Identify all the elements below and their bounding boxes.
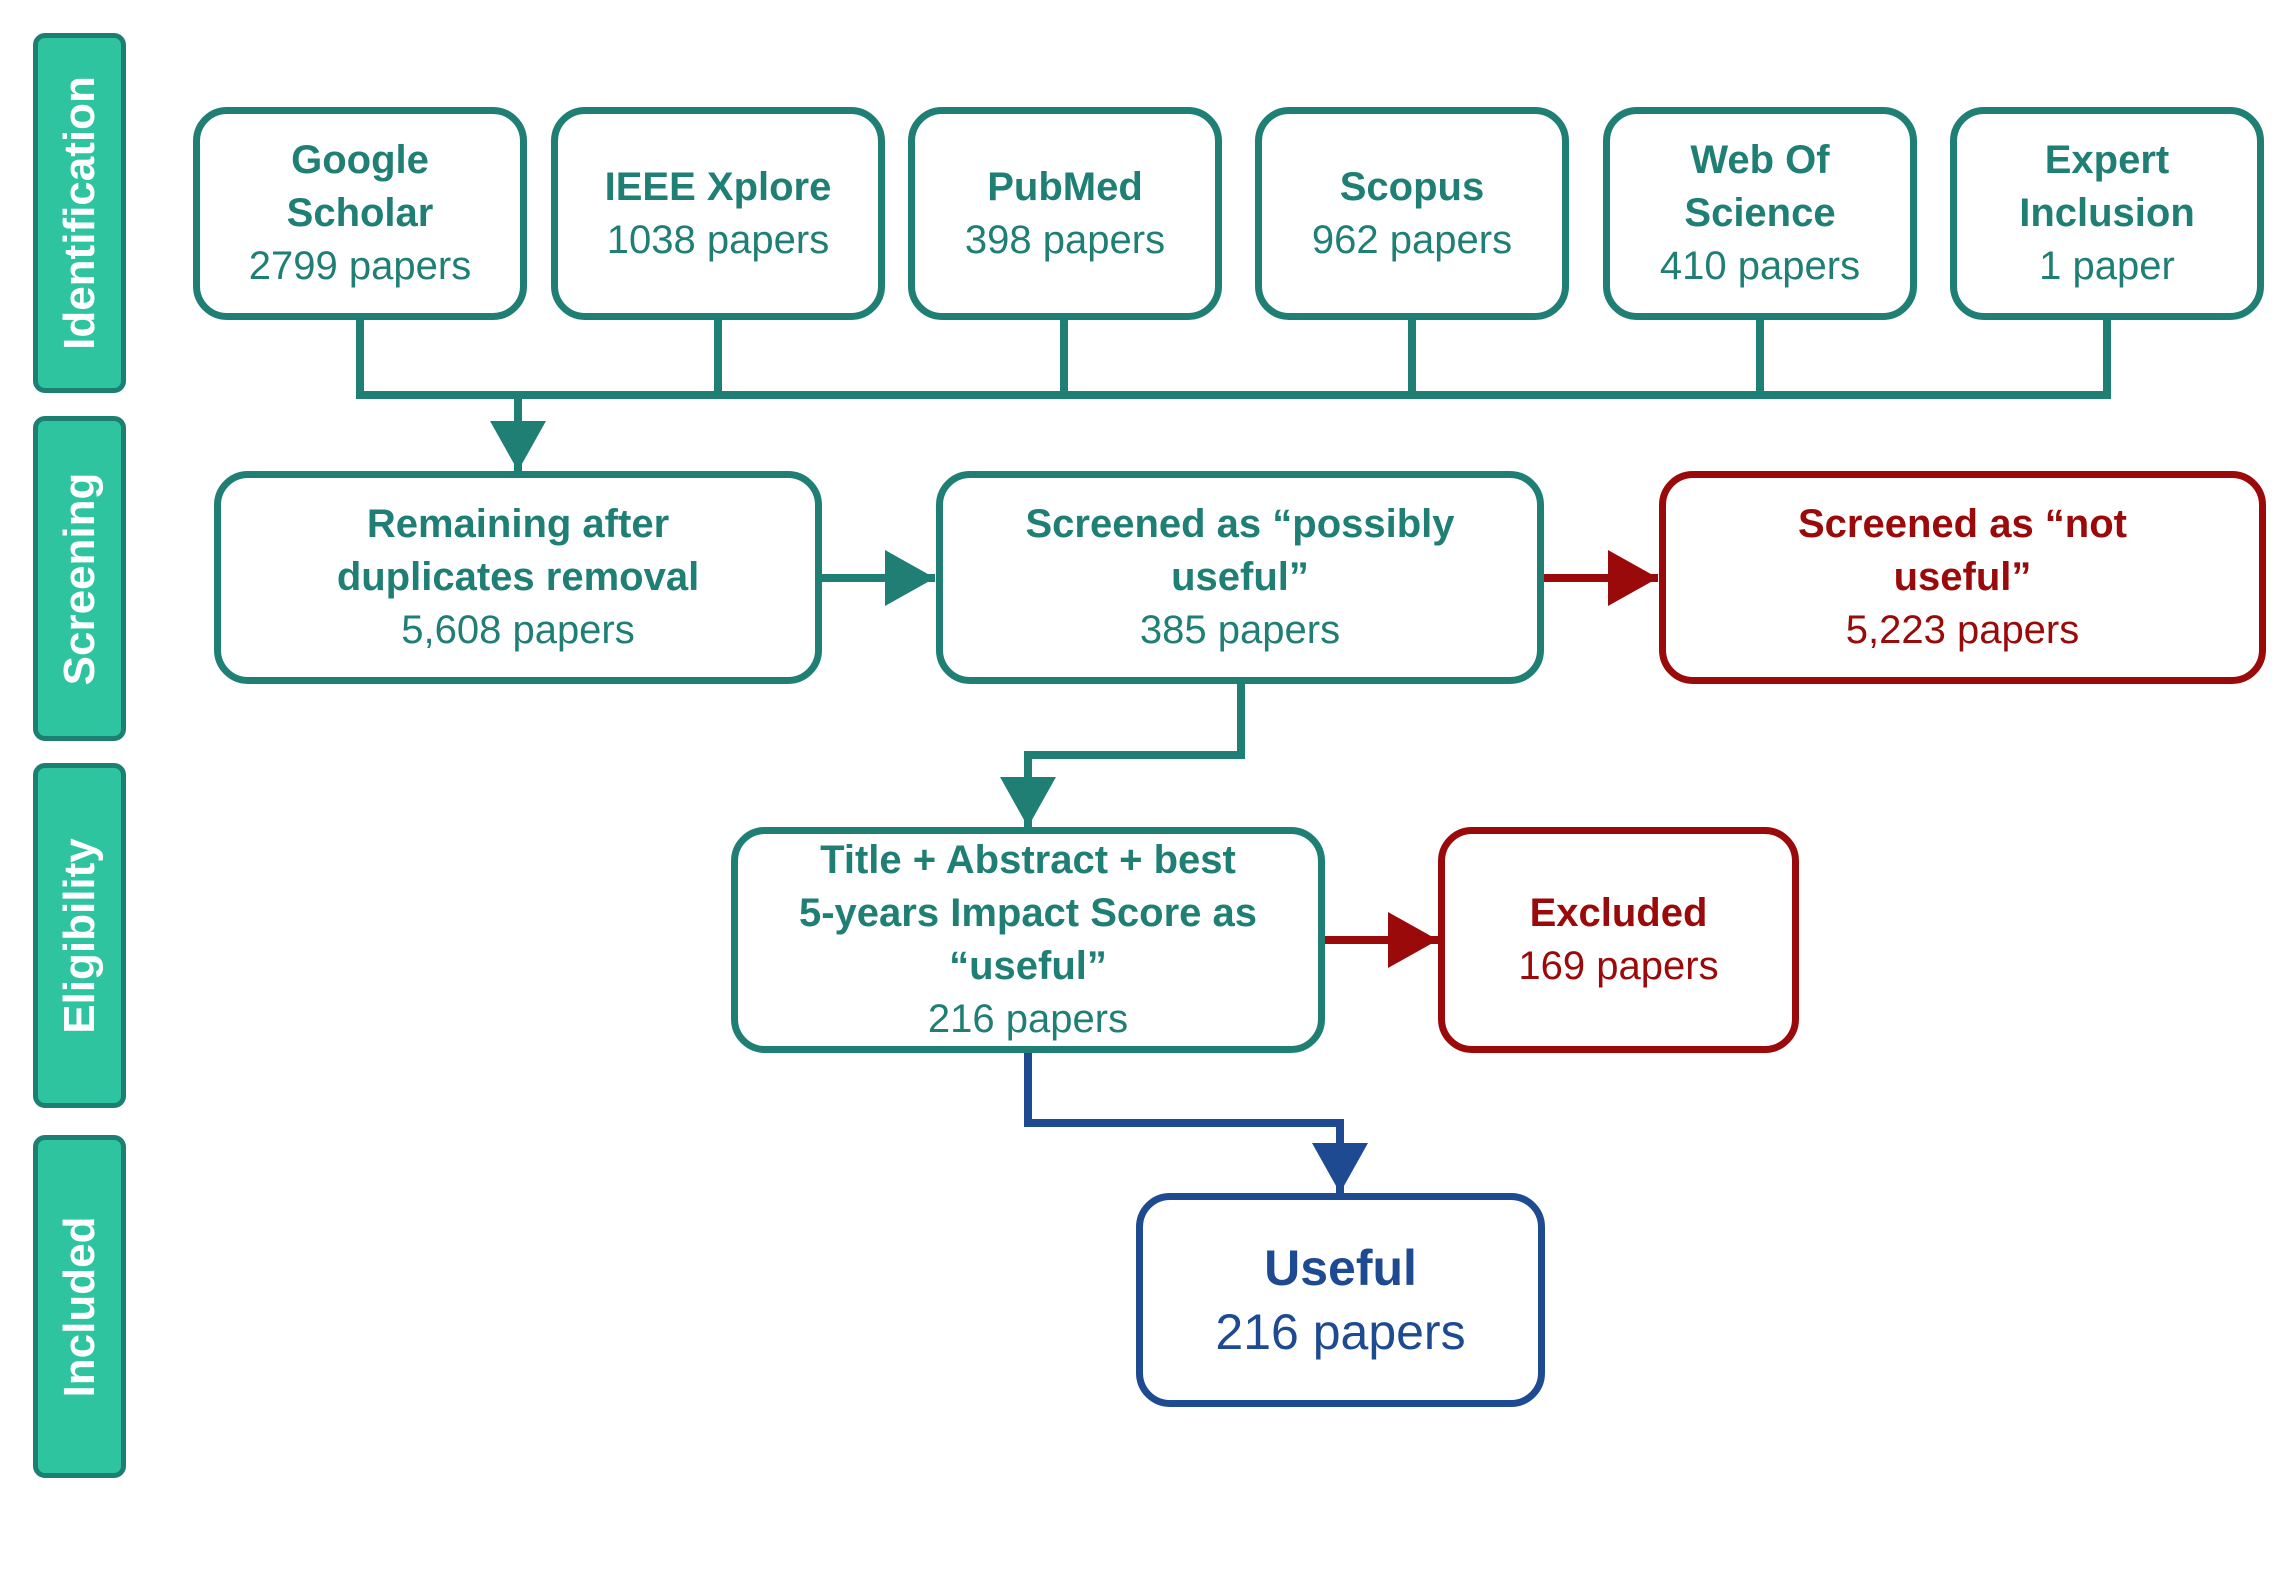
excluded-count: 169 papers: [1518, 944, 1719, 988]
source-count: 2799 papers: [248, 244, 472, 288]
excluded-title: Excluded: [1529, 891, 1708, 935]
arrow-possibly-to-eligible: [1000, 683, 1245, 827]
eligible-count: 216 papers: [927, 997, 1129, 1041]
source-count: 962 papers: [1311, 217, 1513, 262]
stage-screening: Screening: [33, 416, 126, 741]
source-count: 1 paper: [2039, 244, 2175, 288]
source-scopus: Scopus 962 papers: [1255, 107, 1569, 320]
dedup-count: 5,608 papers: [401, 608, 635, 652]
arrow-eligible-to-useful: [1024, 1051, 1368, 1193]
stage-identification-label: Identification: [54, 76, 104, 350]
stage-included: Included: [33, 1135, 126, 1478]
source-title: IEEE Xplore: [604, 164, 832, 209]
stage-eligibility-label: Eligibility: [54, 837, 104, 1034]
source-count: 1038 papers: [606, 217, 830, 262]
source-pubmed: PubMed 398 papers: [908, 107, 1222, 320]
useful-title: Useful: [1264, 1240, 1417, 1296]
not-useful-count: 5,223 papers: [1845, 608, 2080, 652]
source-title: PubMed: [987, 164, 1143, 209]
stage-included-label: Included: [54, 1216, 104, 1397]
useful-count: 216 papers: [1215, 1304, 1466, 1360]
source-ieee-xplore: IEEE Xplore 1038 papers: [551, 107, 885, 320]
excluded-box: Excluded 169 papers: [1438, 827, 1799, 1053]
stage-eligibility: Eligibility: [33, 763, 126, 1108]
source-count: 398 papers: [964, 217, 1166, 262]
useful-box: Useful 216 papers: [1136, 1193, 1545, 1407]
source-title: Scopus: [1339, 164, 1485, 209]
possibly-useful-count: 385 papers: [1139, 608, 1341, 652]
stage-screening-label: Screening: [54, 472, 104, 685]
stage-identification: Identification: [33, 33, 126, 393]
source-count: 410 papers: [1659, 244, 1861, 288]
